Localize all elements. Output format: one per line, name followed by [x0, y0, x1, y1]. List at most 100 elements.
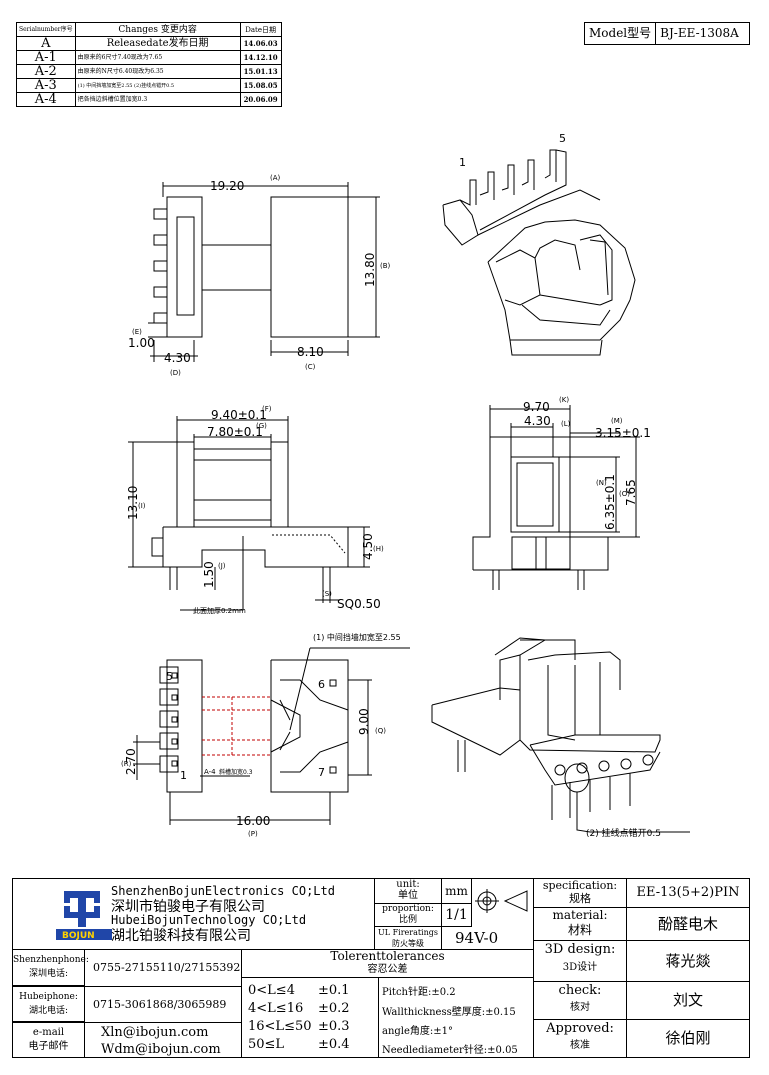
- unit-value: mm: [442, 879, 472, 904]
- needle-tolerance: Needlediameter针径:±0.05: [382, 1045, 518, 1056]
- tol-range: 0<L≤4: [248, 983, 295, 998]
- approved-label-cn: 核准: [570, 1040, 590, 1051]
- side-view-dims: 9.70 (K) 4.30 (L) (M) 3.15±0.1 (N) (O): [523, 396, 651, 498]
- contact-block: Shenzhenphone: 深圳电话: 0755-27155110/27155…: [12, 949, 242, 1058]
- front-view-dims: 9.40±0.1 (F) 7.80±0.1 (G) (I) (H) (J) (S…: [138, 405, 384, 615]
- model-box: Model型号 BJ-EE-1308A: [584, 22, 750, 45]
- spec-label-en: specification:: [542, 879, 618, 892]
- tol-value: ±0.4: [318, 1037, 350, 1052]
- revision-table: Serialnumber序号 Changes 变更内容 Date日期 A Rel…: [16, 22, 282, 107]
- dim-i-value: 13.10: [126, 486, 140, 520]
- revision-row: A-3 (1) 中间挡墙加宽至2.55 (2)挂线点错开0.5 15.08.05: [16, 78, 282, 93]
- dim-p-value: 16.00: [236, 814, 270, 828]
- dim-o-ref: (O): [619, 490, 630, 498]
- company-cn-1: 深圳市铂骏电子有限公司: [111, 899, 265, 915]
- rev-num: A-4: [16, 92, 76, 107]
- unit-block: unit: 单位 mm proportion: 比例 1/1 UL Firera…: [374, 878, 534, 950]
- material-label-cn: 材料: [567, 923, 592, 937]
- design-label-cn: 3D设计: [562, 962, 598, 973]
- dim-r-ref: (R): [121, 760, 132, 768]
- model-value: BJ-EE-1308A: [660, 26, 739, 40]
- tolerance-title-en: Tolerenttolerances: [330, 949, 445, 963]
- email-label-cn: 电子邮件: [28, 1041, 69, 1052]
- logo-text: BOJUN: [62, 931, 95, 941]
- side-view: [472, 405, 640, 590]
- iso-view-note: (2) 挂线点错开0.5: [586, 827, 661, 839]
- dim-k-value: 9.70: [523, 400, 550, 414]
- angle-tolerance: angle角度:±1°: [382, 1026, 454, 1037]
- top-view-right-flange: [270, 196, 349, 338]
- design-label-en: 3D design:: [544, 942, 616, 957]
- top-view-dims: 19.20 (A) (B) (E) 1.00 4.30 (D) 8.10 (C): [128, 174, 391, 377]
- ul-label-cn: 防火等级: [392, 939, 424, 948]
- dim-j-ref: (J): [218, 562, 226, 570]
- rev-date: 20.06.09: [239, 92, 282, 107]
- dim-n-value: 6.35±0.1: [603, 474, 617, 530]
- dim-o-value: 7.65: [624, 479, 638, 506]
- unit-label-en: unit:: [396, 879, 420, 890]
- approved-value: 徐伯刚: [665, 1029, 711, 1047]
- slot-note: 斜槽加宽0.3: [219, 768, 253, 776]
- approved-label-en: Approved:: [546, 1021, 614, 1036]
- dim-b-value: 13.80: [363, 253, 377, 287]
- dim-p-ref: (P): [248, 830, 258, 838]
- bottom-pin-1: 1: [180, 769, 187, 782]
- model-label: Model型号: [585, 23, 657, 44]
- dim-f-value: 9.40±0.1: [211, 408, 267, 422]
- technical-drawing: 19.20 (A) (B) (E) 1.00 4.30 (D) 8.10 (C)…: [121, 132, 690, 839]
- proportion-label-en: proportion:: [382, 904, 434, 914]
- dim-h-value: 4.50: [361, 533, 375, 560]
- dim-l-value: 4.30: [524, 414, 551, 428]
- dim-m-value: 3.15±0.1: [595, 426, 651, 440]
- dim-s-ref: (S): [322, 590, 332, 598]
- material-value: 酚醛电木: [627, 908, 749, 941]
- bottom-view-note: (1) 中间挡墙加宽至2.55: [313, 632, 401, 642]
- dim-g-value: 7.80±0.1: [207, 425, 263, 439]
- dim-c-value: 8.10: [297, 345, 324, 359]
- check-value: 刘文: [627, 982, 749, 1020]
- bottom-pin-6: 6: [318, 678, 325, 691]
- tolerance-title-cn: 容忍公差: [367, 964, 408, 975]
- email-label-en: e-mail: [32, 1027, 65, 1038]
- hb-phone-label-en: Hubeiphone:: [19, 992, 78, 1002]
- rev-num: A-1: [16, 50, 76, 65]
- tol-range: 16<L≤50: [248, 1019, 312, 1034]
- dim-d-ref: (D): [170, 369, 181, 377]
- tol-range: 4<L≤16: [248, 1001, 304, 1016]
- dim-e-ref: (E): [132, 328, 142, 336]
- company-en-1: ShenzhenBojunElectronics CO;Ltd: [111, 884, 335, 898]
- spec-block: specification: 规格 EE-13(5+2)PIN material…: [533, 878, 750, 1058]
- iso-pin-5-label: 5: [559, 132, 566, 145]
- front-view: [128, 416, 370, 611]
- bottom-view: [133, 647, 410, 825]
- dim-s-value: SQ0.50: [337, 597, 381, 611]
- tol-value: ±0.1: [318, 983, 350, 998]
- dim-m-ref: (M): [611, 417, 623, 425]
- rev-change: 把各挡边斜槽位置加宽0.3: [74, 92, 241, 107]
- company-box: BOJUN ShenzhenBojunElectronics CO;Ltd 深圳…: [12, 878, 375, 950]
- dim-f-ref: (F): [262, 405, 272, 413]
- proportion-label-cn: 比例: [398, 915, 417, 925]
- design-value: 蒋光燚: [627, 941, 749, 982]
- check-label-cn: 核对: [570, 1002, 590, 1013]
- ul-value: 94V-0: [455, 929, 499, 947]
- email-value-2: Wdm@ibojun.com: [101, 1042, 221, 1057]
- iso-view-top-labels: 1 5: [459, 132, 566, 169]
- bottom-view-dims: (1) 中间挡墙加宽至2.55 (Q) (R) 16.00 (P) A-4 斜槽…: [121, 632, 401, 838]
- bottom-pin-5: 5: [166, 670, 173, 683]
- revision-row: A-4 把各挡边斜槽位置加宽0.3 20.06.09: [16, 92, 282, 107]
- dim-q-value: 9.00: [357, 708, 371, 735]
- dim-a-value: 19.20: [210, 179, 244, 193]
- tol-value: ±0.2: [318, 1001, 350, 1016]
- sz-phone-value: 0755-27155110/27155392: [93, 961, 241, 974]
- top-view-left-flange: [166, 196, 203, 338]
- dim-r-value: 2.70: [124, 748, 138, 775]
- projection-symbol-icon: [475, 889, 528, 913]
- check-label-en: check:: [558, 983, 602, 998]
- bojun-logo: BOJUN: [56, 891, 112, 941]
- material-label-en: material:: [552, 908, 608, 922]
- bottom-pin-7: 7: [318, 766, 325, 779]
- email-value-1: Xln@ibojun.com: [101, 1025, 209, 1040]
- company-en-2: HubeiBojunTechnology CO;Ltd: [111, 913, 307, 927]
- dim-k-ref: (K): [559, 396, 569, 404]
